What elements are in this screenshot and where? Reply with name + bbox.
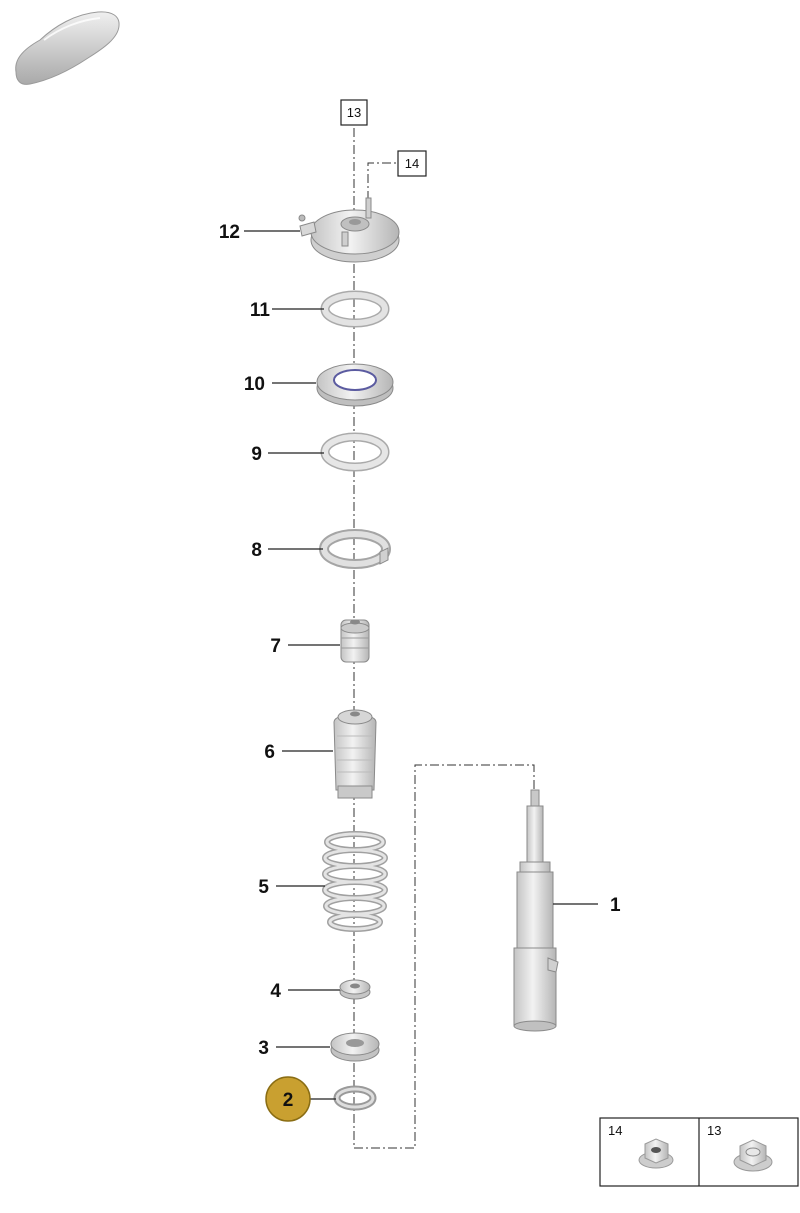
svg-text:13: 13 xyxy=(347,105,361,120)
bump-stop xyxy=(340,619,370,663)
callout-11[interactable]: 11 xyxy=(250,300,271,321)
callout-10[interactable]: 10 xyxy=(244,374,265,395)
callout-6[interactable]: 6 xyxy=(264,742,275,763)
bump-stop-ring xyxy=(339,979,371,1000)
callout-12[interactable]: 12 xyxy=(219,222,240,243)
flange-nut-icon-13 xyxy=(733,1139,773,1172)
legend-label-14: 14 xyxy=(608,1123,622,1138)
leader-lines xyxy=(244,230,598,1100)
svg-text:14: 14 xyxy=(405,156,419,171)
callout-8[interactable]: 8 xyxy=(251,540,262,561)
callout-2[interactable]: 2 xyxy=(283,1090,294,1111)
callout-5[interactable]: 5 xyxy=(258,877,269,898)
ring-11 xyxy=(320,290,390,328)
shock-absorber xyxy=(513,789,559,1032)
ref-box-13: 13 xyxy=(340,99,368,126)
strut-mount xyxy=(298,197,400,263)
ring-9 xyxy=(320,432,390,472)
spring-pad xyxy=(319,529,391,569)
callout-9[interactable]: 9 xyxy=(251,444,262,465)
washer xyxy=(333,1085,377,1111)
legend-label-13: 13 xyxy=(707,1123,721,1138)
callout-2-badge[interactable] xyxy=(265,1076,311,1122)
callout-1[interactable]: 1 xyxy=(610,895,621,916)
bearing xyxy=(316,363,394,407)
flange-nut-icon-14 xyxy=(638,1138,674,1169)
callout-4[interactable]: 4 xyxy=(270,981,281,1002)
fastener-legend: 14 13 xyxy=(599,1117,799,1187)
spring-seat xyxy=(330,1032,380,1062)
connection-line xyxy=(354,764,535,1149)
reference-line-14 xyxy=(367,162,398,200)
protective-boot xyxy=(333,709,377,799)
callout-3[interactable]: 3 xyxy=(258,1038,269,1059)
car-silhouette-icon xyxy=(15,11,120,85)
callout-7[interactable]: 7 xyxy=(270,636,281,657)
ref-box-14: 14 xyxy=(397,150,427,177)
coil-spring xyxy=(322,831,388,932)
